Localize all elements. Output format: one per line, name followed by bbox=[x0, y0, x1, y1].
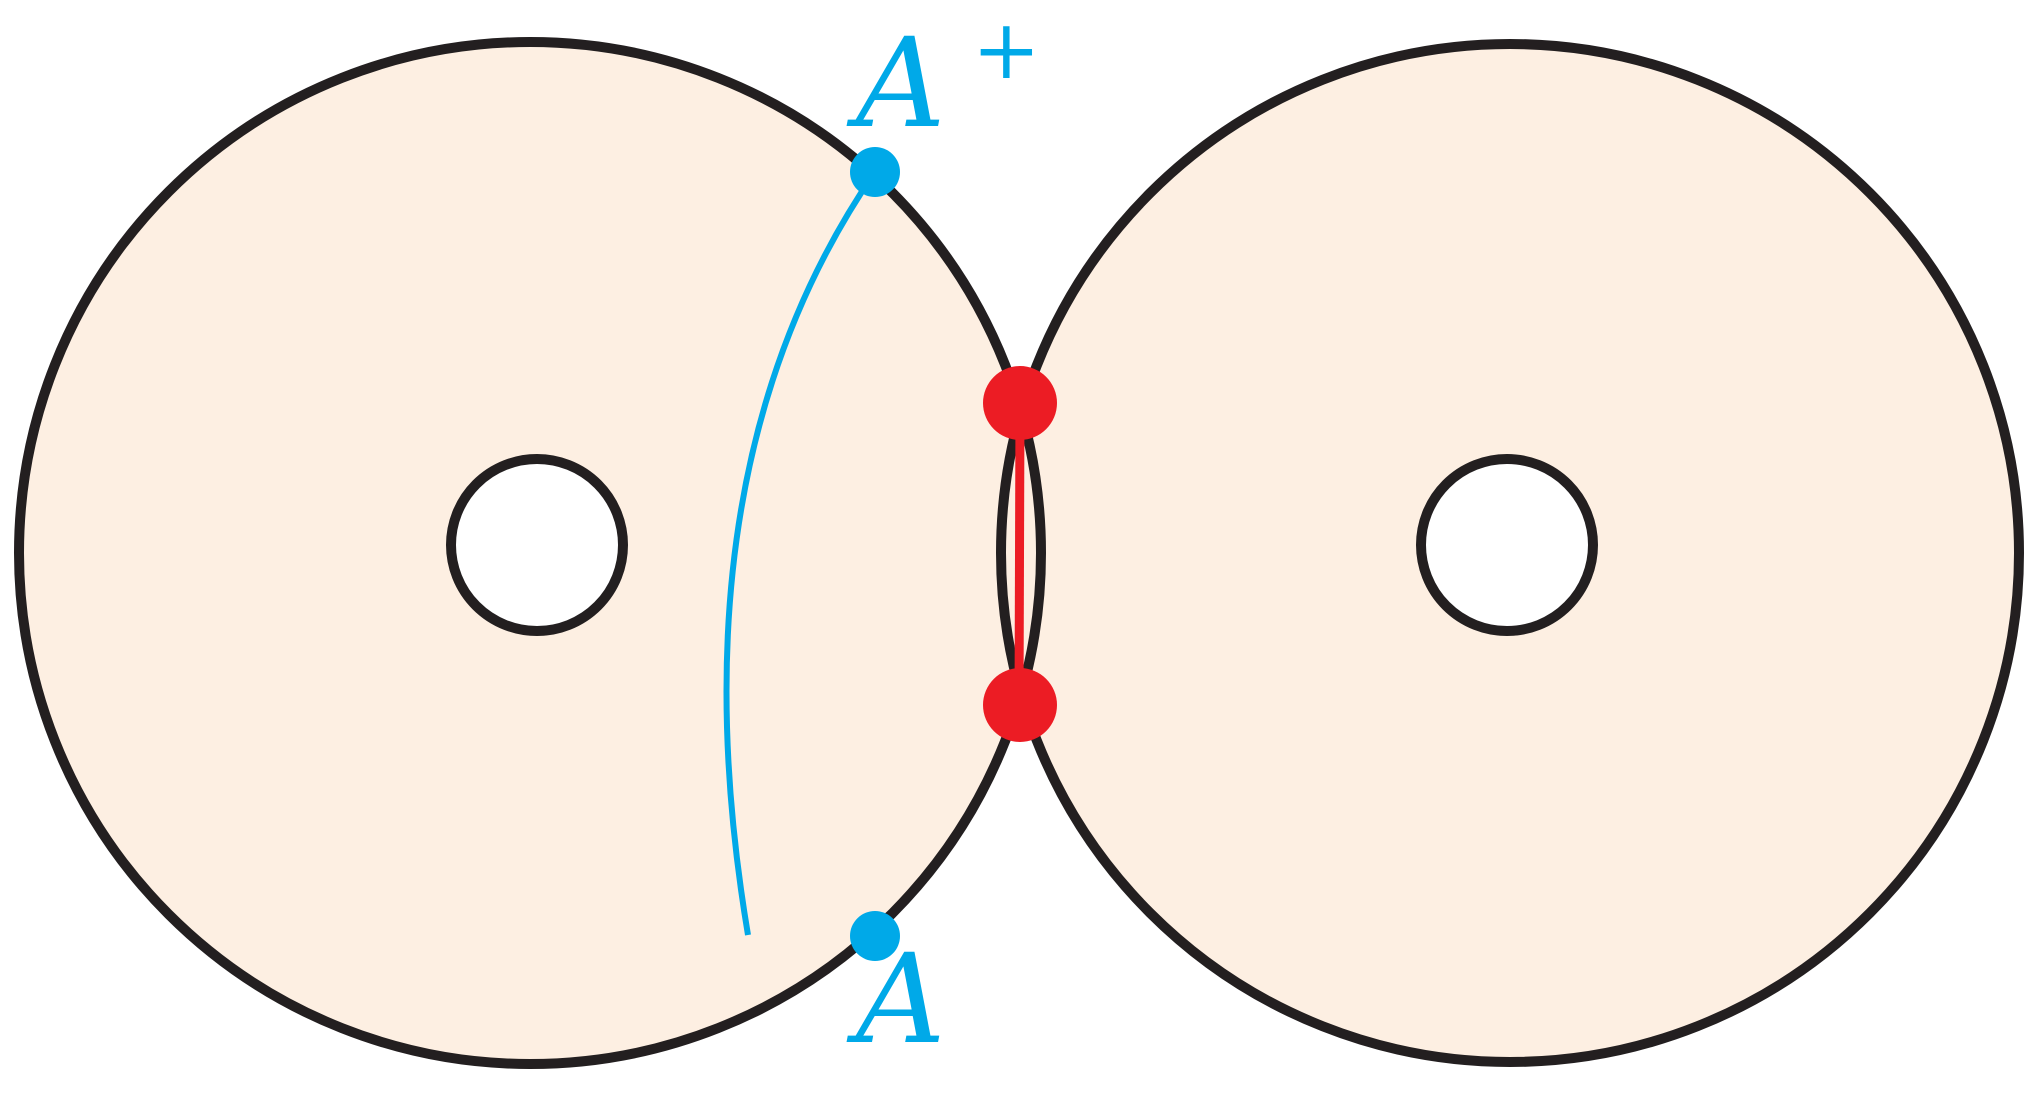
label-top: A bbox=[846, 12, 946, 156]
red-point-bottom bbox=[983, 668, 1057, 742]
blue-arc bbox=[723, 170, 878, 936]
point-a bbox=[850, 911, 900, 961]
left-disk-outline bbox=[14, 37, 1046, 1069]
red-point-top bbox=[983, 366, 1057, 440]
point-a-plus bbox=[850, 147, 900, 197]
label-bottom: A bbox=[846, 928, 946, 1072]
red-segment bbox=[1014, 403, 1025, 707]
right-hole bbox=[1416, 454, 1598, 636]
right-disk-outline bbox=[996, 39, 2024, 1067]
left-hole bbox=[446, 454, 628, 636]
label-top-superscript: + bbox=[972, 3, 1041, 98]
